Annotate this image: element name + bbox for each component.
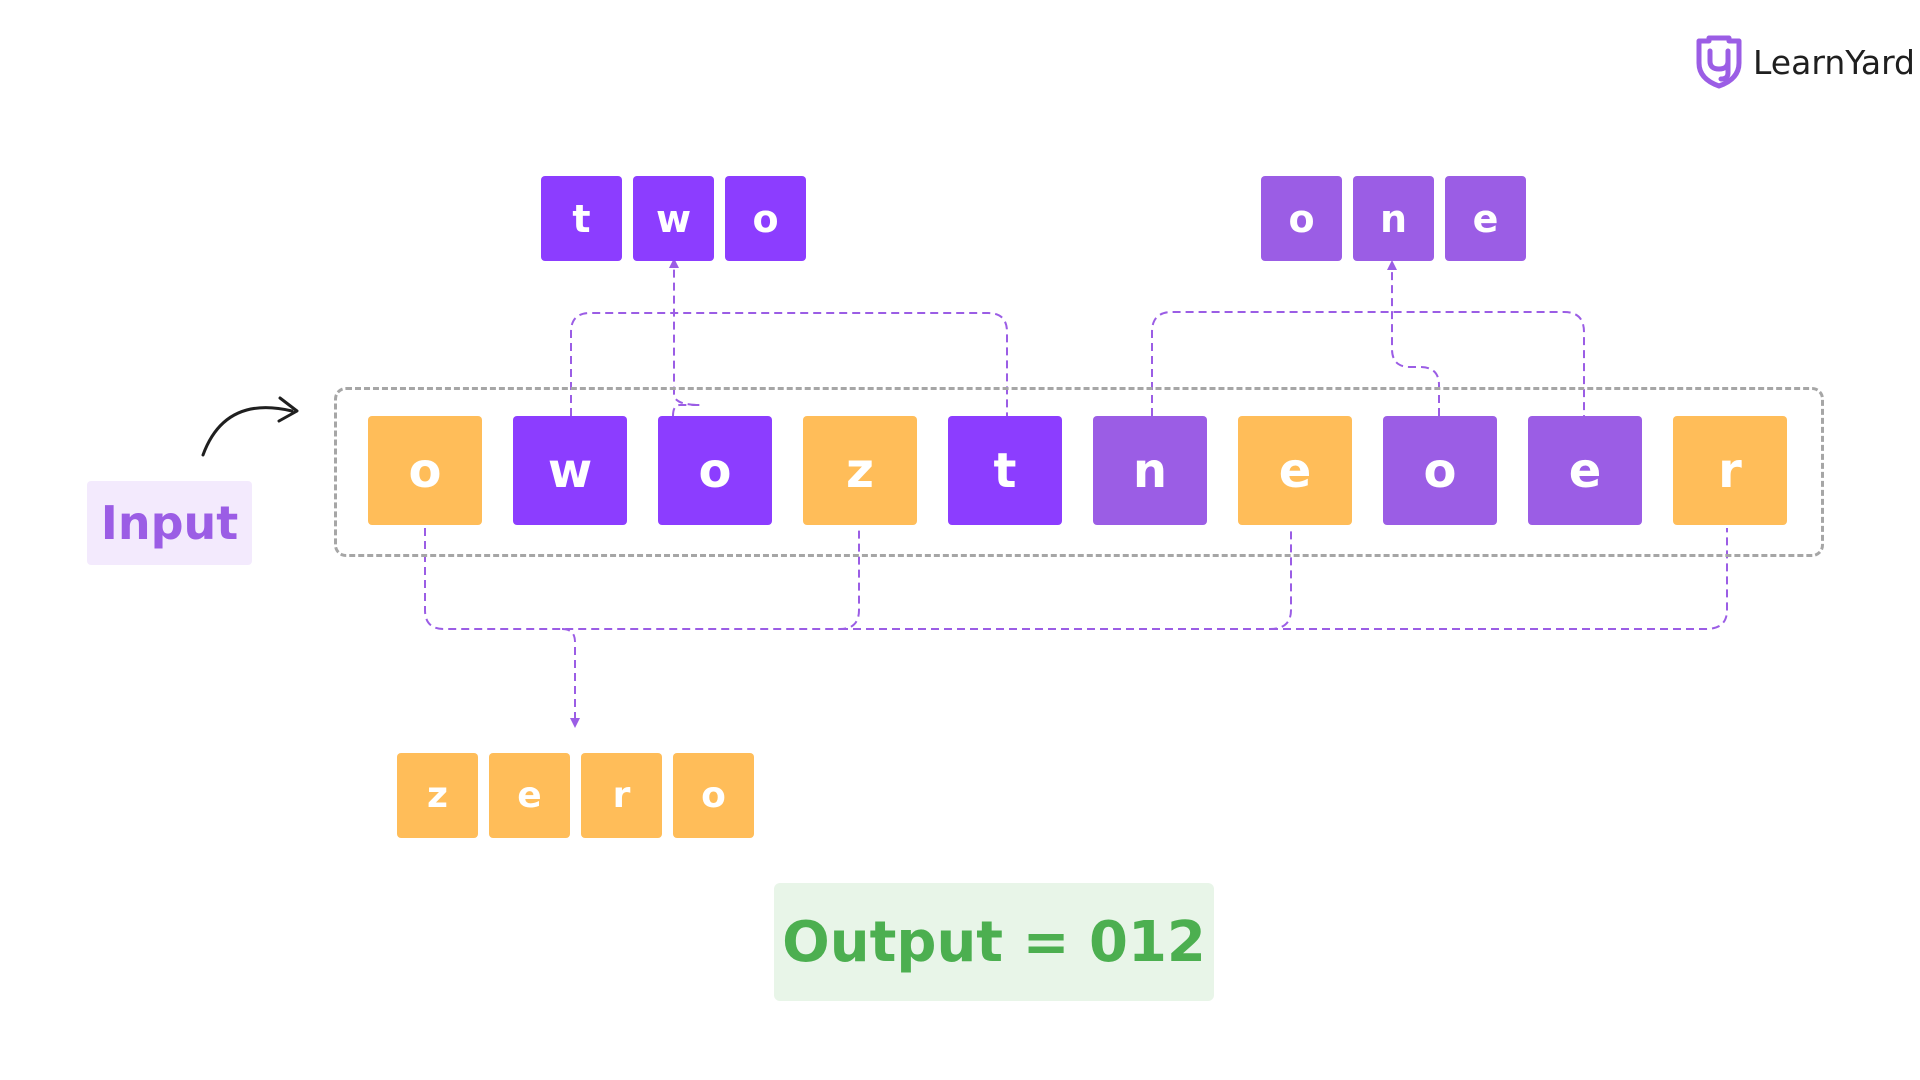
input-char-tile: o bbox=[368, 416, 482, 525]
word-two-char-tile: t bbox=[541, 176, 622, 261]
word-zero-char-tile: o bbox=[673, 753, 754, 838]
word-zero-char-tile: z bbox=[397, 753, 478, 838]
connector-two bbox=[570, 312, 1008, 416]
word-two-char-tile: o bbox=[725, 176, 806, 261]
connector-one-up bbox=[1391, 268, 1440, 416]
word-one-char-tile: n bbox=[1353, 176, 1434, 261]
input-arrow-head bbox=[277, 396, 299, 423]
input-char-tile: z bbox=[803, 416, 917, 525]
input-char-tile: o bbox=[1383, 416, 1497, 525]
word-two-char-tile: w bbox=[633, 176, 714, 261]
input-char-tile: t bbox=[948, 416, 1062, 525]
brand-logo: LearnYard bbox=[1695, 34, 1915, 90]
brand-name: LearnYard bbox=[1753, 42, 1916, 82]
input-container bbox=[334, 387, 1824, 557]
word-one-char-tile: o bbox=[1261, 176, 1342, 261]
learnyard-shield-icon bbox=[1696, 35, 1742, 89]
arrowhead-zero bbox=[570, 718, 580, 728]
arrowhead-two bbox=[669, 258, 679, 268]
word-zero-char-tile: e bbox=[489, 753, 570, 838]
input-char-tile: n bbox=[1093, 416, 1207, 525]
input-arrow-curve bbox=[201, 406, 294, 457]
connector-zero-down bbox=[561, 628, 576, 720]
connector-two-up bbox=[672, 266, 701, 417]
connector-zero-c bbox=[1270, 528, 1728, 630]
word-one-char-tile: e bbox=[1445, 176, 1526, 261]
input-label: Input bbox=[87, 481, 252, 565]
input-char-tile: e bbox=[1528, 416, 1642, 525]
input-char-tile: r bbox=[1673, 416, 1787, 525]
input-char-tile: o bbox=[658, 416, 772, 525]
input-char-tile: e bbox=[1238, 416, 1352, 525]
output-result: Output = 012 bbox=[774, 883, 1214, 1001]
input-char-tile: w bbox=[513, 416, 627, 525]
word-zero-char-tile: r bbox=[581, 753, 662, 838]
arrowhead-one bbox=[1387, 260, 1397, 270]
connector-one bbox=[1151, 311, 1585, 416]
